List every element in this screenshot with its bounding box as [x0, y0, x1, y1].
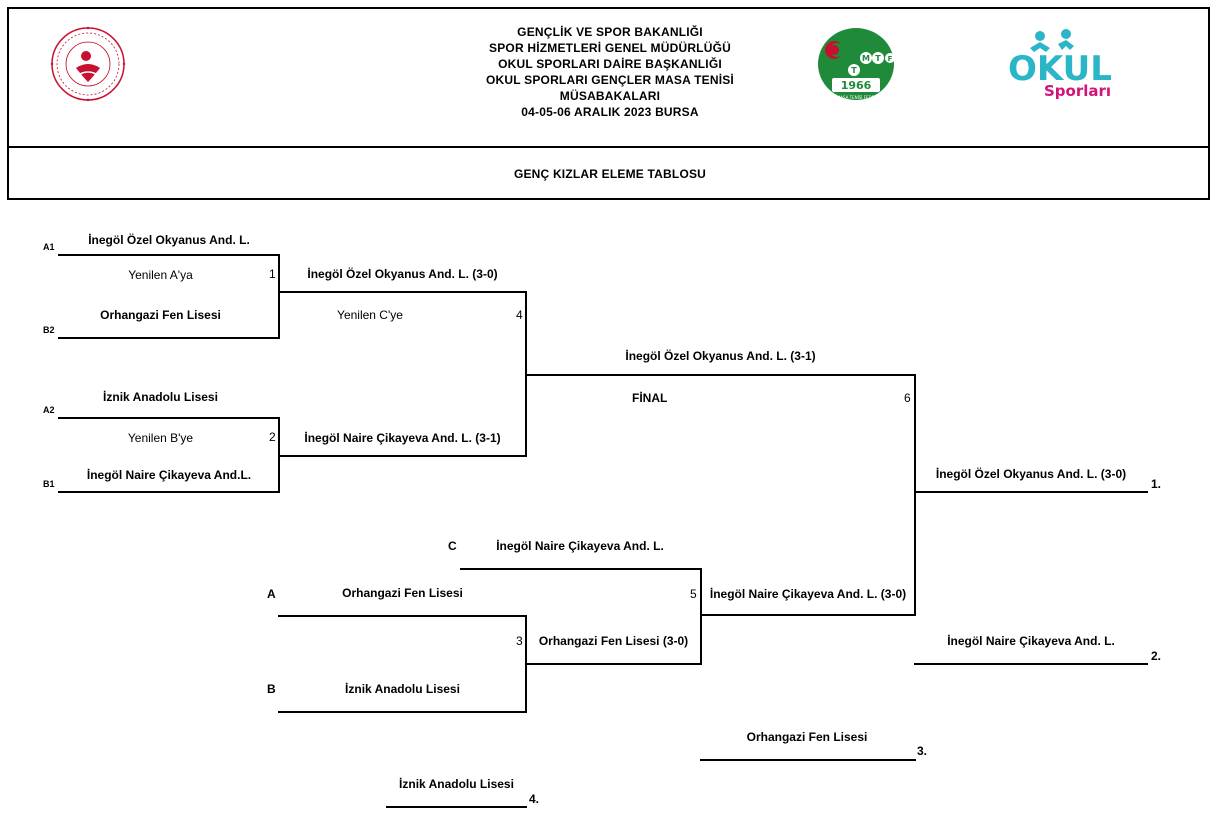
- second-team: İnegöl Naire Çikayeva And. L.: [947, 634, 1115, 648]
- tmtf-letter-3: T: [875, 54, 881, 63]
- team-r2-top: İznik Anadolu Lisesi: [103, 390, 218, 404]
- sporlari-word: Sporları: [1044, 82, 1111, 100]
- line-lb-a: [278, 615, 527, 617]
- seed-a: A: [267, 587, 276, 601]
- seed-a1: A1: [43, 242, 55, 252]
- line-w5: [700, 614, 916, 616]
- match-number-2: 2: [269, 430, 276, 444]
- note-r1: Yenilen A'ya: [128, 268, 193, 282]
- ministry-logo: [50, 26, 126, 102]
- seed-b2: B2: [43, 325, 55, 335]
- line-lb-b: [278, 711, 527, 713]
- match-number-5: 5: [690, 587, 697, 601]
- tmtf-letter-1: T: [851, 66, 857, 75]
- okul-word: OKUL: [1008, 49, 1112, 89]
- winner-m2: İnegöl Naire Çikayeva And. L. (3-1): [304, 431, 501, 445]
- tmtf-caption: TÜRKİYE MASA TENİSİ FEDERASYONU: [818, 95, 894, 100]
- line-m1-vertical: [278, 254, 280, 339]
- header-line-6: 04-05-06 ARALIK 2023 BURSA: [521, 105, 699, 119]
- team-r2-bottom: İnegöl Naire Çikayeva And.L.: [86, 468, 252, 482]
- place-1-label: 1.: [1151, 477, 1162, 491]
- place-3-label: 3.: [917, 744, 928, 758]
- subtitle-box: [7, 146, 1210, 200]
- match-number-4: 4: [516, 308, 523, 322]
- champion-team: İnegöl Özel Okyanus And. L. (3-0): [935, 467, 1127, 481]
- tmtf-logo: T M T F 1966 TÜRKİYE MASA TENİSİ FEDERAS…: [818, 28, 895, 100]
- line-a2: [58, 417, 280, 419]
- tmtf-year: 1966: [841, 79, 872, 92]
- winner-m4: İnegöl Özel Okyanus And. L. (3-1): [625, 349, 816, 363]
- third-team: Orhangazi Fen Lisesi: [746, 730, 868, 744]
- winner-m5: İnegöl Naire Çikayeva And. L. (3-0): [709, 587, 907, 601]
- header-line-1: GENÇLİK VE SPOR BAKANLIĞI: [517, 25, 703, 39]
- line-w1: [278, 291, 527, 293]
- line-w2: [278, 455, 527, 457]
- seed-b1: B1: [43, 479, 55, 489]
- team-r1-bottom: Orhangazi Fen Lisesi: [100, 308, 221, 322]
- line-w4: [525, 374, 916, 376]
- seed-c: C: [448, 539, 457, 553]
- line-lb-c: [460, 568, 702, 570]
- place-4-label: 4.: [529, 792, 540, 806]
- winner-m1: İnegöl Özel Okyanus And. L. (3-0): [307, 267, 498, 281]
- seed-a2: A2: [43, 405, 55, 415]
- header-line-4: OKUL SPORLARI GENÇLER MASA TENİSİ: [486, 73, 734, 87]
- header-line-2: SPOR HİZMETLERİ GENEL MÜDÜRLÜĞÜ: [489, 41, 731, 55]
- okul-sporlari-logo: OKUL Sporları: [1008, 29, 1112, 100]
- line-m6-vertical: [914, 374, 916, 616]
- note-r2: Yenilen B'ye: [127, 431, 194, 445]
- tmtf-letter-2: M: [862, 54, 870, 63]
- lb-team-b: İznik Anadolu Lisesi: [345, 682, 460, 696]
- final-label: FİNAL: [632, 391, 668, 405]
- match-number-3: 3: [516, 634, 523, 648]
- line-b2: [58, 337, 280, 339]
- place-2-label: 2.: [1151, 649, 1162, 663]
- match-number-6: 6: [904, 391, 911, 405]
- winner-m3: Orhangazi Fen Lisesi (3-0): [538, 634, 689, 648]
- seed-b: B: [267, 682, 276, 696]
- tmtf-letter-4: F: [888, 55, 893, 63]
- lb-team-a: Orhangazi Fen Lisesi: [342, 586, 463, 600]
- line-third: [700, 759, 916, 761]
- line-m5-vertical: [700, 568, 702, 665]
- line-champion: [914, 491, 1148, 493]
- line-a1: [58, 254, 280, 256]
- header-line-3: OKUL SPORLARI DAİRE BAŞKANLIĞI: [498, 57, 722, 71]
- header-line-5: MÜSABAKALARI: [559, 89, 661, 103]
- line-w3: [525, 663, 702, 665]
- line-second: [914, 663, 1148, 665]
- line-b1: [58, 491, 280, 493]
- team-r1-top: İnegöl Özel Okyanus And. L.: [88, 233, 250, 247]
- line-fourth: [386, 806, 527, 808]
- fourth-team: İznik Anadolu Lisesi: [399, 777, 514, 791]
- match-number-1: 1: [269, 267, 276, 281]
- header-title-block: GENÇLİK VE SPOR BAKANLIĞI SPOR HİZMETLER…: [330, 24, 890, 120]
- lb-team-c: İnegöl Naire Çikayeva And. L.: [496, 539, 664, 553]
- note-m4: Yenilen C'ye: [337, 308, 403, 322]
- page-subtitle: GENÇ KIZLAR ELEME TABLOSU: [513, 167, 707, 181]
